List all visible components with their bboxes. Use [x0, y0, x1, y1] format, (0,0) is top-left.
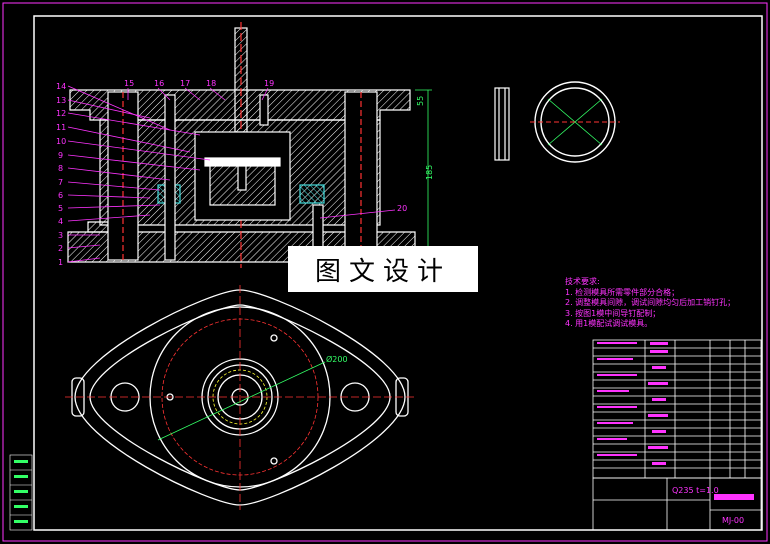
- revision-table-fills: [14, 460, 28, 523]
- callout-label: 10: [56, 137, 66, 146]
- diameter-dimension-label: Ø200: [326, 354, 348, 364]
- technical-notes: 技术要求: 1. 检测模具所需零件部分合格； 2. 调整模具间隙，调试间隙均匀后…: [565, 277, 735, 330]
- revision-table: [9, 454, 33, 531]
- drawing-frame: [33, 15, 763, 531]
- technical-note-item: 4. 用1模配试调试模具。: [565, 319, 653, 328]
- height-dimension-label: 185: [425, 165, 434, 180]
- watermark: 图文设计: [288, 246, 478, 292]
- callout-label: 20: [397, 204, 407, 213]
- callout-label: 12: [56, 109, 66, 118]
- callout-label: 7: [58, 178, 63, 187]
- callout-label: 15: [124, 79, 134, 88]
- callout-label: 6: [58, 191, 63, 200]
- callouts-top: 15 16 17 18 19 20: [124, 79, 407, 213]
- ring-top-view: [530, 81, 620, 163]
- callout-label: 4: [58, 217, 63, 226]
- callout-label: 16: [154, 79, 164, 88]
- callout-label: 17: [180, 79, 190, 88]
- callout-label: 8: [58, 164, 63, 173]
- drawing-number: MJ-00: [722, 516, 745, 525]
- section-view: [67, 22, 416, 268]
- parts-list-fills: [597, 342, 754, 500]
- callout-label: 11: [56, 123, 66, 132]
- callout-label: 19: [264, 79, 274, 88]
- callout-label: 5: [58, 204, 63, 213]
- plan-view-construction: [65, 285, 415, 510]
- callout-label: 2: [58, 244, 63, 253]
- callout-leaders: [67, 85, 396, 263]
- material-spec: Q235 t=1.0: [672, 486, 719, 495]
- callout-label: 3: [58, 231, 63, 240]
- technical-note-item: 1. 检测模具所需零件部分合格；: [565, 287, 680, 297]
- offset-dimension-label: 55: [416, 96, 425, 106]
- callout-label: 1: [58, 258, 63, 267]
- callout-label: 13: [56, 96, 66, 105]
- technical-notes-heading: 技术要求:: [565, 277, 600, 286]
- callout-label: 14: [56, 82, 66, 91]
- technical-note-item: 2. 调整模具间隙，调试间隙均匀后加工销钉孔；: [565, 298, 736, 307]
- callouts-left: 14 13 12 11 10 9 8 7 6 5 4 3 2 1: [56, 82, 66, 267]
- technical-note-item: 3. 按图1模中间导钉配制；: [565, 308, 661, 318]
- callout-label: 9: [58, 151, 63, 160]
- callout-label: 18: [206, 79, 216, 88]
- ring-side-view: [494, 87, 510, 161]
- parts-list: [592, 339, 762, 531]
